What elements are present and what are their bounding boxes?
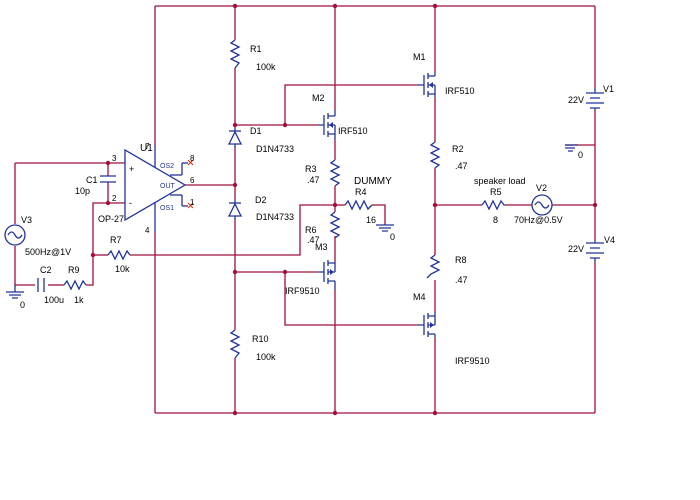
m3-part: IRF9510 xyxy=(285,286,320,296)
wires xyxy=(14,5,596,414)
r5-note: speaker load xyxy=(474,176,526,186)
dc-source-v1: V1 22V xyxy=(568,84,614,110)
ground-input: 0 xyxy=(6,285,25,310)
r10-value: 100k xyxy=(256,352,276,362)
r7-ref: R7 xyxy=(110,235,122,245)
opamp-part: OP-27 xyxy=(98,214,124,224)
r9-ref: R9 xyxy=(68,265,80,275)
opamp-pin-minus: 2 xyxy=(112,194,117,203)
r2-ref: R2 xyxy=(452,144,464,154)
r6-value: .47 xyxy=(307,235,320,245)
m1-part: IRF510 xyxy=(445,86,475,96)
r4-note: DUMMY xyxy=(354,176,392,187)
r7-value: 10k xyxy=(115,264,130,274)
v2-value: 70Hz@0.5V xyxy=(514,215,563,225)
opamp-pin-os2: 8 xyxy=(190,154,195,163)
resistor-r8: R8 .47 xyxy=(426,254,468,285)
gnd-v1-label: 0 xyxy=(578,150,583,160)
opamp-label-os2: OS2 xyxy=(160,163,174,170)
resistor-r2: R2 .47 xyxy=(429,141,468,171)
opamp-label-minus: - xyxy=(129,198,132,208)
d1-part: D1N4733 xyxy=(256,144,294,154)
resistor-r7: R7 10k xyxy=(107,235,131,274)
m4-part: IRF9510 xyxy=(455,356,490,366)
opamp-pin-os1: 1 xyxy=(190,198,195,207)
m2-part: IRF510 xyxy=(338,126,368,136)
v4-ref: V4 xyxy=(604,235,615,245)
ground-r4: 0 xyxy=(376,224,395,242)
d2-part: D1N4733 xyxy=(256,212,294,222)
resistor-r3: R3 .47 xyxy=(305,159,341,187)
m4-ref: M4 xyxy=(413,292,426,302)
mosfet-m2: M2 IRF510 xyxy=(312,93,368,140)
r5-value: 8 xyxy=(493,215,498,225)
ground-v1: 0 xyxy=(565,144,583,160)
c1-ref: C1 xyxy=(86,175,98,185)
opamp-u1: U1 OP-27 3 2 7 4 6 8 1 + - OS2 OUT OS1 xyxy=(98,142,195,235)
c2-value: 100u xyxy=(44,295,64,305)
m2-ref: M2 xyxy=(312,93,325,103)
gnd-r4-label: 0 xyxy=(390,232,395,242)
diode-d2: D2 D1N4733 xyxy=(227,195,294,222)
mosfet-m1: M1 IRF510 xyxy=(413,52,475,98)
m1-ref: M1 xyxy=(413,52,426,62)
resistor-r6: R6 .47 xyxy=(305,211,341,245)
v4-value: 22V xyxy=(568,244,584,254)
opamp-pin-vp: 7 xyxy=(145,142,150,151)
r6-ref: R6 xyxy=(305,225,317,235)
diode-d1: D1 D1N4733 xyxy=(227,126,294,154)
r10-ref: R10 xyxy=(252,334,269,344)
c1-value: 10p xyxy=(75,186,90,196)
gnd-input-label: 0 xyxy=(20,300,25,310)
capacitor-c1: C1 10p xyxy=(75,175,116,196)
v3-value: 500Hz@1V xyxy=(25,247,71,257)
v1-ref: V1 xyxy=(603,84,614,94)
opamp-pin-vm: 4 xyxy=(145,226,150,235)
opamp-pin-plus: 3 xyxy=(112,154,117,163)
r8-ref: R8 xyxy=(455,255,467,265)
v3-ref: V3 xyxy=(21,215,32,225)
v2-ref: V2 xyxy=(536,183,547,193)
m3-ref: M3 xyxy=(315,242,328,252)
resistor-r5: R5 speaker load 8 xyxy=(474,176,526,225)
opamp-label-out: OUT xyxy=(160,183,176,190)
capacitor-c2: C2 100u xyxy=(37,265,64,305)
resistor-r10: R10 100k xyxy=(229,329,276,362)
r2-value: .47 xyxy=(455,161,468,171)
resistor-r9: R9 1k xyxy=(63,265,87,305)
r1-ref: R1 xyxy=(250,44,262,54)
opamp-ref: U1 xyxy=(140,143,153,154)
c2-ref: C2 xyxy=(40,265,52,275)
opamp-pin-out: 6 xyxy=(190,176,195,185)
mosfet-m4: M4 IRF9510 xyxy=(413,292,490,366)
ac-source-v2: V2 70Hz@0.5V xyxy=(514,183,563,225)
r9-value: 1k xyxy=(74,295,84,305)
opamp-label-os1: OS1 xyxy=(160,205,174,212)
v1-value: 22V xyxy=(568,95,584,105)
r3-value: .47 xyxy=(307,175,320,185)
r4-value: 16 xyxy=(366,215,376,225)
junctions xyxy=(90,3,598,416)
r4-ref: R4 xyxy=(355,187,367,197)
mosfet-m3: M3 IRF9510 xyxy=(285,242,336,296)
dc-source-v4: V4 22V xyxy=(568,235,615,262)
d2-ref: D2 xyxy=(255,195,267,205)
ac-source-v3: V3 500Hz@1V xyxy=(4,215,71,257)
r5-ref: R5 xyxy=(490,187,502,197)
resistor-r4: R4 DUMMY 16 xyxy=(344,176,392,225)
opamp-label-plus: + xyxy=(129,164,134,174)
resistor-r1: R1 100k xyxy=(229,39,276,72)
r3-ref: R3 xyxy=(305,164,317,174)
r1-value: 100k xyxy=(256,62,276,72)
r8-value: .47 xyxy=(455,275,468,285)
d1-ref: D1 xyxy=(250,126,262,136)
